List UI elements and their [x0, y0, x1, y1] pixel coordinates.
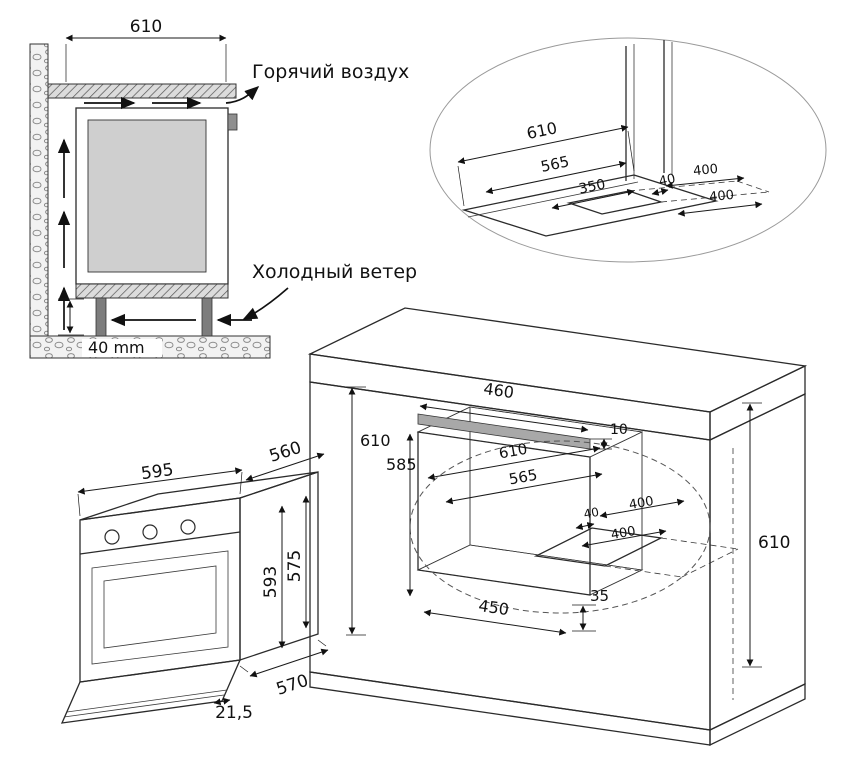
- cutout-detail-callout: 610 565 350 40 400 400: [429, 37, 827, 263]
- oven-plinth: [75, 283, 229, 299]
- dim-detail-cutout-offset: 350: [577, 176, 606, 197]
- cold-air-inlet-arrow: [242, 287, 289, 320]
- dim-niche-inner-width2: 565: [507, 466, 538, 489]
- knob-icon: [104, 529, 120, 545]
- dim-oven-depth-bottom: 570: [274, 671, 311, 700]
- dim-vent-height: 10: [610, 422, 628, 438]
- door-window: [103, 565, 217, 649]
- dim-section-top-width: 610: [65, 17, 227, 82]
- knob-icon: [180, 519, 196, 535]
- dim-oven-width: 595: [140, 460, 175, 484]
- oven-foot: [201, 297, 213, 337]
- airflow-cross-section: 610 40 mm Горячий воздух Холодный ветер: [29, 17, 417, 359]
- dim-oven-body-height: 575: [285, 550, 305, 582]
- airflow-arrows: [57, 85, 289, 330]
- oven-foot: [95, 297, 107, 337]
- countertop-section: [47, 83, 237, 99]
- dim-bottom-gap: 35: [590, 587, 609, 605]
- dim-bottom-clearance: 40 mm: [58, 298, 162, 357]
- dim-detail-inner-depth: 565: [539, 152, 571, 176]
- knob-icon: [142, 524, 158, 540]
- callout-ellipse-link: [409, 440, 711, 614]
- cabinet-base-side: [709, 682, 806, 747]
- dim-cabinet-left-height: 610: [360, 431, 391, 450]
- dim-cabinet-side-height: 610: [758, 533, 790, 553]
- dim-detail-length-top: 400: [693, 162, 719, 180]
- callout-ellipse: [429, 37, 827, 263]
- dim-niche-edge-gap: 40: [583, 505, 600, 521]
- oven-cavity-section: [87, 119, 207, 273]
- niche-left-inner: [417, 406, 471, 571]
- countertop-top: [307, 307, 808, 413]
- dim-section-top-width-label: 610: [130, 17, 162, 37]
- control-panel-line: [79, 531, 241, 555]
- control-knob-section: [227, 113, 238, 131]
- oven-knobs: [104, 519, 196, 545]
- cabinet-dimensions: 460 10 610 585 610 565 40 400: [346, 379, 790, 668]
- door-frame: [91, 550, 229, 665]
- cabinet-isometric: 460 10 610 585 610 565 40 400: [307, 307, 808, 747]
- cabinet-base-front: [309, 671, 711, 746]
- dim-niche-height: 585: [386, 455, 417, 474]
- detail-dimensions: 610 565 350 40 400 400: [457, 118, 763, 217]
- detail-side-panels: [625, 40, 673, 181]
- dim-detail-depth: 610: [525, 118, 559, 143]
- door-handle: [63, 694, 225, 718]
- dim-bottom-width: 450: [477, 596, 510, 619]
- wall-hatch: [29, 43, 49, 357]
- dim-niche-cutout-bottom: 400: [610, 524, 637, 543]
- dim-niche-inner-width: 610: [497, 440, 528, 463]
- hot-air-exit-arrow: [225, 85, 260, 104]
- dim-oven-door-thickness: 21,5: [215, 703, 253, 723]
- dim-oven-height: 593: [261, 566, 281, 598]
- dim-detail-length-bottom: 400: [709, 188, 735, 206]
- dim-vent-width: 460: [482, 379, 515, 402]
- oven-isometric: 595 560 593 575 570 21,5: [60, 438, 329, 724]
- cold-air-label: Холодный ветер: [252, 261, 417, 283]
- dim-bottom-clearance-label: 40 mm: [88, 338, 145, 357]
- cabinet-side-face: [709, 392, 806, 732]
- dim-niche-cutout-top: 400: [628, 494, 655, 513]
- hot-air-label: Горячий воздух: [252, 61, 409, 83]
- oven-niche: [416, 406, 739, 596]
